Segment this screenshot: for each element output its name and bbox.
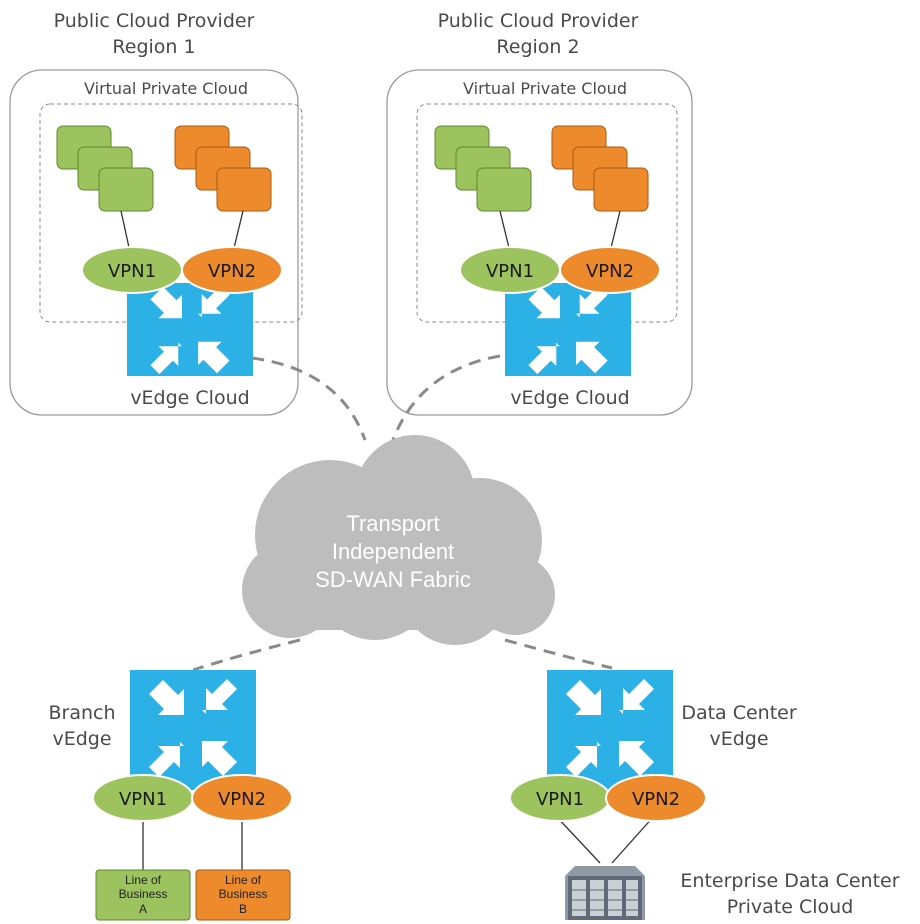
region-2-green-workloads — [434, 125, 532, 212]
region-1-title-line2: Region 1 — [112, 36, 195, 58]
region-2-router-icon — [505, 283, 631, 376]
lob-a-line3: A — [139, 902, 147, 916]
region-1-vpn1-label: VPN1 — [108, 261, 156, 282]
region-1-vpc-box — [39, 103, 303, 323]
region-2-vpc-label: Virtual Private Cloud — [463, 79, 627, 98]
region-1-orange-workloads — [174, 125, 272, 212]
lob-b-line3: B — [239, 902, 247, 916]
datacenter-vpn2-label: VPN2 — [632, 789, 680, 810]
transport-cloud-icon — [242, 435, 555, 645]
region-1-vpn2-badge — [181, 246, 283, 294]
branch-router-icon — [130, 670, 256, 790]
datacenter-vpn1-label: VPN1 — [536, 789, 584, 810]
branch-vpn2-label: VPN2 — [218, 789, 266, 810]
region-2-vpn2-badge — [559, 246, 661, 294]
lob-b-line2: Business — [219, 887, 268, 901]
link-fabric-branch — [192, 638, 301, 672]
link-region2-fabric — [391, 354, 501, 441]
region-2-vpn1-label: VPN1 — [486, 261, 534, 282]
transport-line3: SD-WAN Fabric — [315, 567, 471, 592]
lob-a: Line of Business A — [95, 869, 191, 921]
region-2: Public Cloud Provider Region 2 Virtual P… — [386, 10, 693, 416]
region-2-vpn2-label: VPN2 — [586, 261, 634, 282]
datacenter-caption-line1: Enterprise Data Center — [680, 870, 899, 892]
datacenter-router-icon — [547, 670, 673, 790]
branch: Branch vEdge VPN1 VPN2 Line of Business … — [48, 670, 293, 921]
link-fabric-datacenter — [504, 638, 613, 670]
transport-line2: Independent — [332, 539, 454, 564]
branch-label-line2: vEdge — [52, 728, 111, 750]
region-1-green-workloads — [56, 125, 154, 212]
datacenter-label-line2: vEdge — [709, 728, 768, 750]
region-1-vpc-label: Virtual Private Cloud — [84, 79, 248, 98]
region-2-title-line2: Region 2 — [496, 36, 579, 58]
region-2-title-line1: Public Cloud Provider — [438, 10, 639, 32]
region-1: Public Cloud Provider Region 1 Virtual P… — [9, 10, 303, 416]
region-1-router-label: vEdge Cloud — [130, 387, 249, 409]
lob-b-line1: Line of — [225, 873, 262, 887]
server-rack-icon — [565, 866, 645, 920]
region-2-orange-workloads — [551, 125, 649, 212]
datacenter: Data Center vEdge VPN1 VPN2 Enterprise D… — [509, 670, 900, 920]
region-1-vpn2-label: VPN2 — [208, 261, 256, 282]
branch-label-line1: Branch — [48, 702, 115, 724]
datacenter-vpn2-badge — [605, 774, 707, 822]
region-2-router-label: vEdge Cloud — [510, 387, 629, 409]
overlay-links — [192, 354, 613, 672]
link-region1-fabric — [251, 356, 367, 441]
datacenter-caption-line2: Private Cloud — [727, 896, 854, 918]
lob-a-line2: Business — [119, 887, 168, 901]
lob-b: Line of Business B — [195, 869, 291, 921]
lob-a-line1: Line of — [125, 873, 162, 887]
datacenter-label-line1: Data Center — [681, 702, 797, 724]
branch-vpn1-label: VPN1 — [119, 789, 167, 810]
region-1-title-line1: Public Cloud Provider — [54, 10, 255, 32]
transport-line1: Transport — [346, 511, 439, 536]
region-1-router-icon — [127, 283, 253, 376]
branch-vpn2-badge — [191, 774, 293, 822]
